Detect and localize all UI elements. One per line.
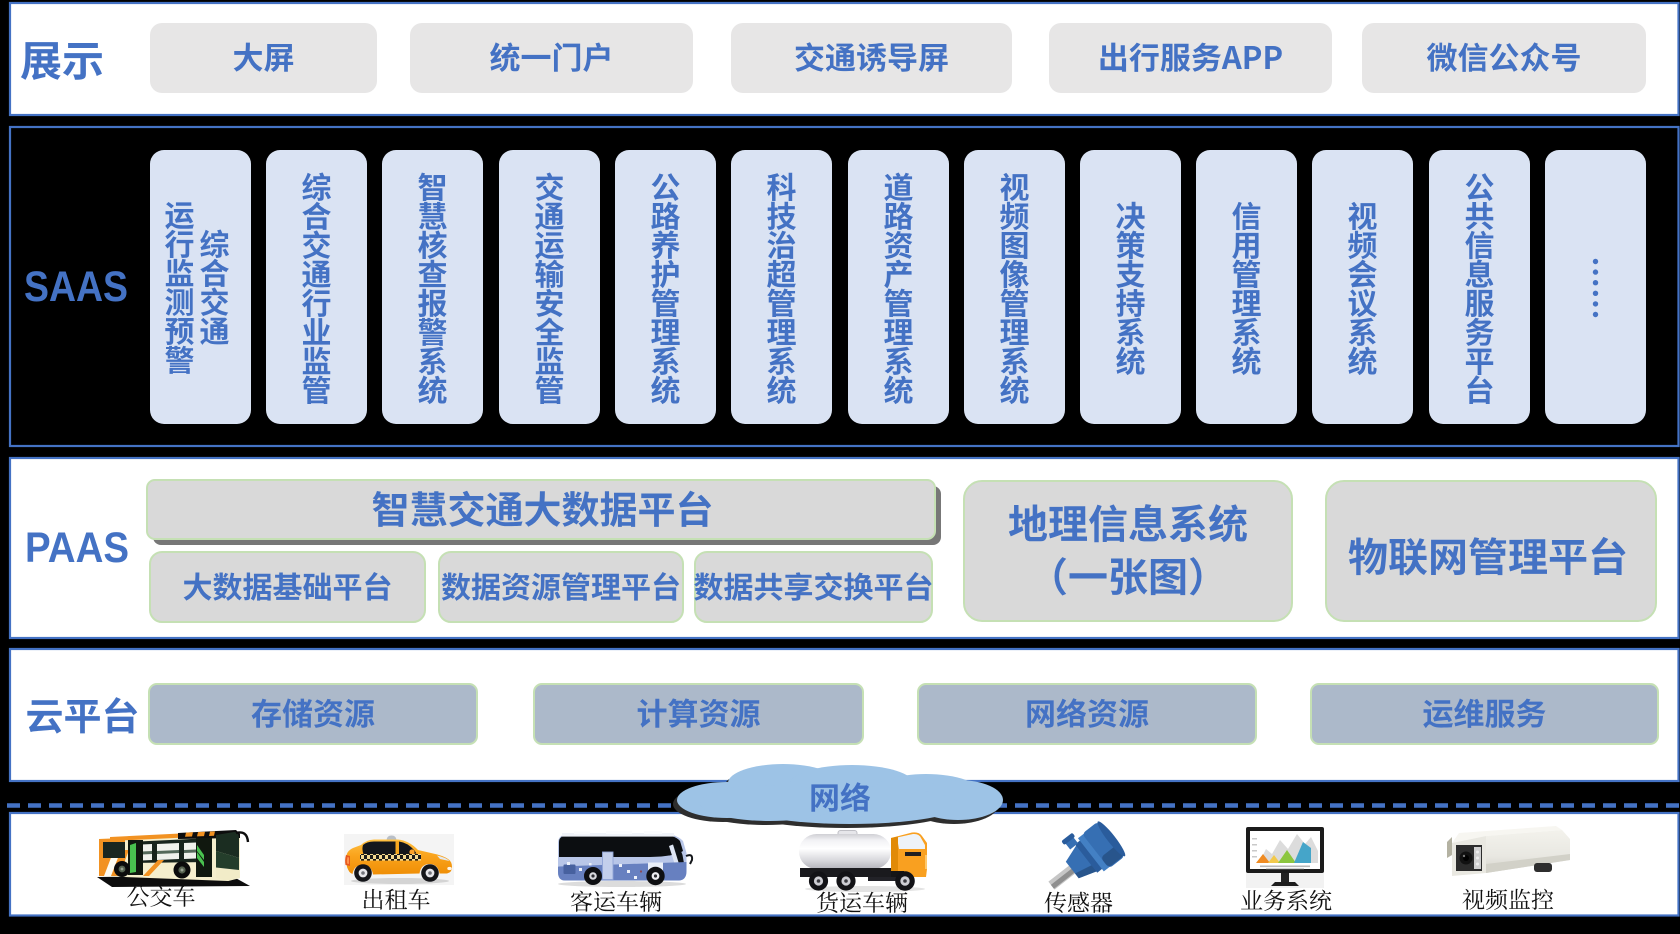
svg-text:PAAS: PAAS [25, 524, 129, 572]
svg-text:SAAS: SAAS [24, 263, 128, 311]
